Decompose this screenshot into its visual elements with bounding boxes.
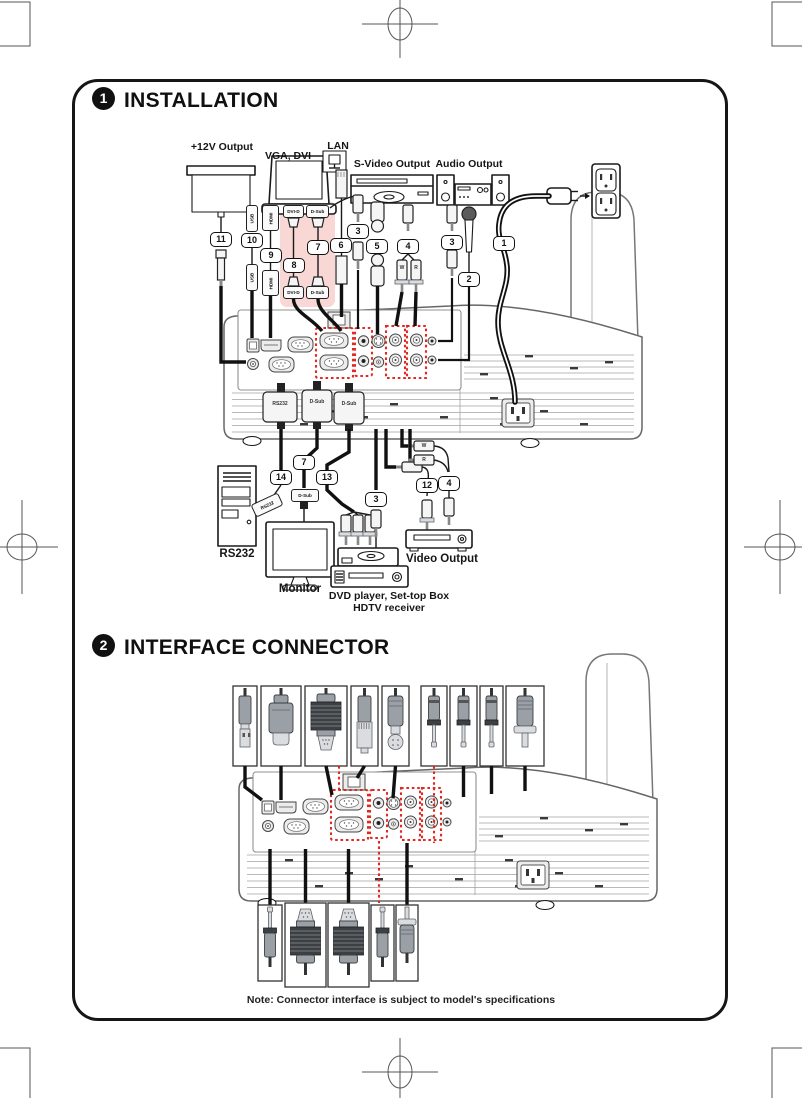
callout-6: 6 <box>330 238 352 253</box>
label-lan: LAN <box>327 140 349 152</box>
callout-12: 12 <box>416 478 438 493</box>
lan-device <box>322 150 347 173</box>
label-monitor: Monitor <box>278 583 322 595</box>
callout-4-av-audio: 4 <box>397 239 419 254</box>
callout-1: 1 <box>493 236 515 251</box>
dvi-tag-bottom: DVI-D <box>283 286 304 299</box>
callout-10: 10 <box>241 233 263 248</box>
label-vga-dvi: VGA, DVI <box>264 150 312 162</box>
chain-vga-cable <box>311 217 343 332</box>
power-cord <box>495 193 552 405</box>
chain-audio-out <box>438 204 458 343</box>
under-panel-plugs <box>262 381 365 431</box>
interface-diagram <box>232 652 659 988</box>
section-2-number: 2 <box>92 634 115 657</box>
dsub-tag-top: D-Sub <box>306 205 329 218</box>
usb-tag-bottom: USB <box>246 264 258 291</box>
callout-4-video-audio: 4 <box>438 476 460 491</box>
label-dvd-line2: HDTV receiver <box>353 602 425 614</box>
connector-box-vga <box>304 685 348 767</box>
chain-12v <box>215 249 246 364</box>
power-plug <box>546 187 590 205</box>
dvd-player <box>337 547 399 567</box>
chain-monitor <box>300 429 319 523</box>
rca-red-letter-2: R <box>422 457 426 463</box>
label-s-video-output: S-Video Output <box>353 158 431 170</box>
label-video-output: Video Output <box>406 553 478 565</box>
usb-tag-top: USB <box>246 205 258 232</box>
connector-box-svideo <box>381 685 410 767</box>
chain-lan <box>335 169 348 317</box>
hdmi-tag-top: HDMI <box>262 205 279 231</box>
section-1-number: 1 <box>92 87 115 110</box>
dsub-under-tag-1: D-Sub <box>309 399 325 405</box>
s-video-source-device <box>350 174 434 204</box>
connector-box-jack-3 <box>479 685 504 767</box>
chain-svideo <box>370 201 385 334</box>
callout-8: 8 <box>283 258 305 273</box>
callout-5: 5 <box>366 239 388 254</box>
label-12v-output: +12V Output <box>190 141 254 153</box>
set-top-box <box>330 565 409 588</box>
top-leads <box>243 765 527 843</box>
rs232-under-tag: RS232 <box>272 401 288 407</box>
label-dvd-line1: DVD player, Set-top Box <box>328 590 450 602</box>
projection-screen <box>186 165 256 232</box>
rca-white-letter-1: W <box>399 265 405 271</box>
callout-11: 11 <box>210 232 232 247</box>
label-rs232: RS232 <box>219 548 255 560</box>
connector-box-usb <box>232 685 258 767</box>
connector-box-hdmi <box>260 685 302 767</box>
monitor-device <box>265 521 335 591</box>
computer-tower <box>217 465 257 547</box>
callout-3-dvd-audio: 3 <box>365 492 387 507</box>
video-output-device <box>405 529 473 552</box>
section-2-title: INTERFACE CONNECTOR <box>124 636 390 659</box>
chain-av-audio <box>394 204 424 327</box>
connector-box-jack-up-2 <box>370 904 395 982</box>
connector-box-rca <box>505 685 545 767</box>
callout-9: 9 <box>260 248 282 263</box>
wall-outlet <box>591 163 621 219</box>
rca-red-letter-1: R <box>414 265 418 271</box>
chain-video-audio <box>400 429 455 525</box>
connector-box-vga-up-2 <box>327 902 370 988</box>
chain-dvd-audio <box>370 429 382 548</box>
section-1-title: INSTALLATION <box>124 89 279 112</box>
rca-white-letter-2: W <box>421 443 427 449</box>
footer-note: Note: Connector interface is subject to … <box>246 994 556 1006</box>
label-audio-output: Audio Output <box>435 158 503 170</box>
callout-14: 14 <box>270 470 292 485</box>
bottom-leads <box>268 841 409 905</box>
connector-box-jack-2 <box>449 685 478 767</box>
hdmi-tag-bottom: HDMI <box>262 270 279 296</box>
dsub-plug-tag: D-Sub <box>291 489 319 502</box>
microphone <box>461 206 477 272</box>
callout-7-monitor: 7 <box>293 455 315 470</box>
dsub-under-tag-2: D-Sub <box>341 401 357 407</box>
dsub-tag-bottom: D-Sub <box>306 286 329 299</box>
callout-7-vga: 7 <box>307 240 329 255</box>
connector-box-jack-1 <box>420 685 448 767</box>
dvi-tag-top: DVI-D <box>283 205 304 218</box>
connector-box-jack-up-1 <box>257 904 283 982</box>
connector-box-rca-up <box>395 904 419 982</box>
connector-box-lan <box>350 685 379 767</box>
callout-2: 2 <box>458 272 480 287</box>
callout-3-audio-out: 3 <box>441 235 463 250</box>
chain-mic <box>438 287 471 362</box>
callout-3-laptop-audio: 3 <box>347 224 369 239</box>
connector-box-vga-up-1 <box>284 902 327 988</box>
chain-laptop-audio <box>329 194 364 329</box>
callout-13: 13 <box>316 470 338 485</box>
audio-system <box>436 174 510 206</box>
